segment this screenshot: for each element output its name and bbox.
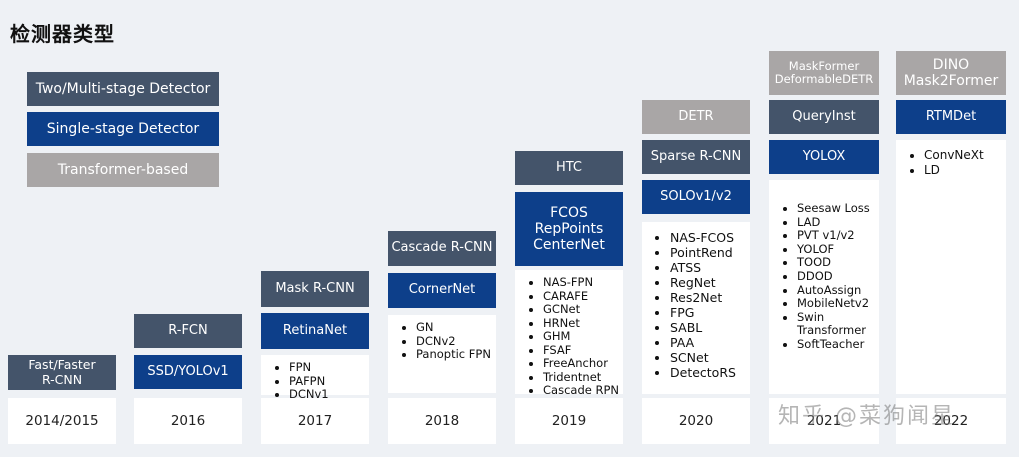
box-line: DeformableDETR	[774, 72, 874, 86]
box-line: MaskFormer	[788, 58, 860, 73]
page-title: 检测器类型	[10, 22, 115, 46]
list-2019: NAS-FPN CARAFE GCNet HRNet GHM FSAF Free…	[515, 270, 623, 397]
list-item: Tridentnet	[543, 370, 619, 385]
box-line: CenterNet	[533, 237, 605, 254]
year-label: 2018	[388, 398, 496, 444]
list-item: RegNet	[670, 275, 746, 290]
list-item: DDOD	[797, 269, 875, 284]
list-item: PointRend	[670, 245, 746, 260]
list-item: Seesaw Loss	[797, 201, 875, 216]
year-label: 2021	[769, 398, 879, 444]
list-item: PAFPN	[289, 374, 365, 389]
list-item: ATSS	[670, 260, 746, 275]
box-line: R-CNN	[41, 371, 83, 387]
list-item: PAA	[670, 335, 746, 350]
list-item: LAD	[797, 215, 875, 230]
list-item: GHM	[543, 329, 619, 344]
box-mask-rcnn: Mask R-CNN	[261, 271, 369, 307]
list-item: FSAF	[543, 343, 619, 358]
list-item: DetectoRS	[670, 365, 746, 380]
list-item: NAS-FPN	[543, 275, 619, 290]
year-label: 2020	[642, 398, 750, 444]
list-item: FreeAnchor	[543, 356, 619, 371]
list-item: SCNet	[670, 350, 746, 365]
box-line: FCOS	[550, 204, 588, 221]
list-item: GN	[416, 320, 492, 335]
box-cascade-rcnn: Cascade R-CNN	[388, 231, 496, 266]
list-2022: ConvNeXt LD	[896, 140, 1006, 394]
box-cornernet: CornerNet	[388, 273, 496, 308]
list-item: TOOD	[797, 256, 875, 270]
box-dino-mask2former: DINO Mask2Former	[896, 51, 1006, 95]
watermark: 知乎 @菜狗闻星	[778, 404, 955, 429]
list-item: PVT v1/v2	[797, 229, 875, 243]
list-item: MobileNetv2	[797, 297, 875, 311]
box-line: Fast/Faster	[28, 357, 96, 373]
list-item: SoftTeacher	[797, 337, 875, 352]
box-rtmdet: RTMDet	[896, 100, 1006, 134]
legend-two-stage: Two/Multi-stage Detector	[27, 72, 219, 106]
box-detr: DETR	[642, 100, 750, 134]
box-line: Mask2Former	[903, 73, 999, 89]
year-label: 2014/2015	[8, 398, 116, 444]
list-item: GCNet	[543, 302, 619, 317]
list-item: LD	[924, 163, 1002, 178]
list-item: ConvNeXt	[924, 148, 1002, 163]
box-retinanet: RetinaNet	[261, 313, 369, 349]
year-label: 2019	[515, 398, 623, 444]
list-item: NAS-FCOS	[670, 230, 746, 245]
year-label: 2016	[134, 398, 242, 444]
box-line: DINO	[932, 56, 970, 73]
list-item: FPN	[289, 360, 365, 375]
list-item: HRNet	[543, 316, 619, 331]
list-2021: Seesaw Loss LAD PVT v1/v2 YOLOF TOOD DDO…	[769, 180, 879, 394]
list-item: Res2Net	[670, 290, 746, 305]
box-maskformer-deformabledetr: MaskFormer DeformableDETR	[769, 51, 879, 95]
box-ssd-yolov1: SSD/YOLOv1	[134, 355, 242, 389]
list-item: DCNv1	[289, 387, 365, 402]
box-rfcn: R-FCN	[134, 314, 242, 348]
list-item: YOLOF	[797, 242, 875, 257]
box-htc: HTC	[515, 151, 623, 185]
box-yolox: YOLOX	[769, 140, 879, 174]
box-solo: SOLOv1/v2	[642, 180, 750, 214]
list-item: SABL	[670, 320, 746, 335]
list-item: AutoAssign	[797, 283, 875, 298]
legend-single-stage: Single-stage Detector	[27, 112, 219, 146]
list-item: Panoptic FPN	[416, 347, 492, 362]
list-2018: GN DCNv2 Panoptic FPN	[388, 315, 496, 393]
list-2020: NAS-FCOS PointRend ATSS RegNet Res2Net F…	[642, 222, 750, 394]
box-fcos-reppoints-centernet: FCOS RepPoints CenterNet	[515, 192, 623, 266]
list-2017: FPN PAFPN DCNv1	[261, 355, 369, 401]
year-label: 2017	[261, 398, 369, 444]
list-item: DCNv2	[416, 334, 492, 349]
box-line: RepPoints	[534, 220, 604, 237]
year-label: 2022	[896, 398, 1006, 444]
list-item: CARAFE	[543, 289, 619, 304]
legend-transformer: Transformer-based	[27, 153, 219, 187]
box-sparse-rcnn: Sparse R-CNN	[642, 140, 750, 174]
list-item: Swin Transformer	[797, 310, 875, 338]
list-item: FPG	[670, 305, 746, 320]
list-item: Cascade RPN	[543, 383, 619, 398]
box-queryinst: QueryInst	[769, 100, 879, 134]
box-fast-faster-rcnn: Fast/Faster R-CNN	[8, 355, 116, 390]
